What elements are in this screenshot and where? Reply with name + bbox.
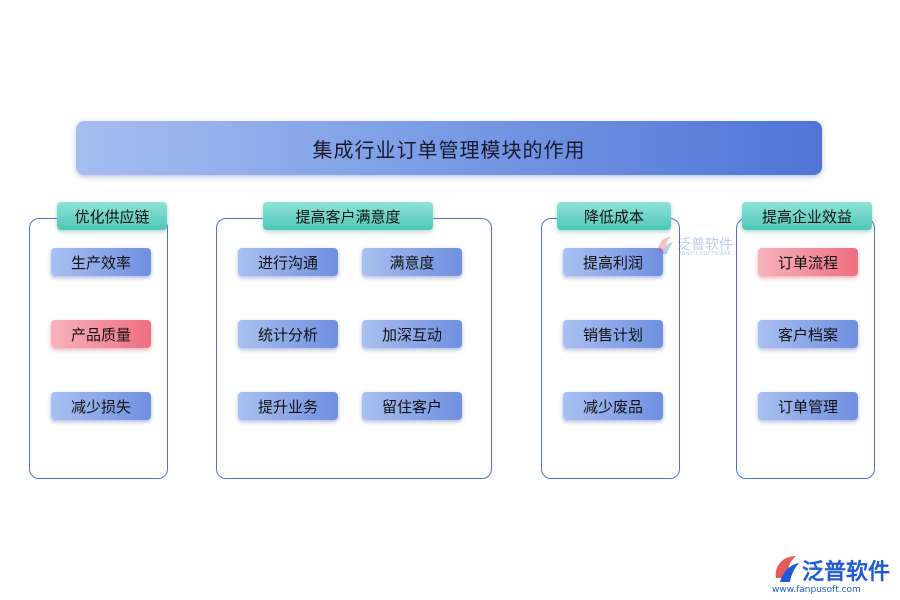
node-order-management: 订单管理 [758, 392, 858, 420]
section-label-optimize-supply-chain: 优化供应链 [57, 202, 167, 230]
brand-url: www.fanpusoft.com [772, 585, 861, 595]
node-product-quality: 产品质量 [51, 320, 151, 348]
node-sales-plan: 销售计划 [563, 320, 663, 348]
node-reduce-waste: 减少废品 [563, 392, 663, 420]
node-communication: 进行沟通 [238, 248, 338, 276]
node-retain-customers: 留住客户 [362, 392, 462, 420]
node-deepen-interaction: 加深互动 [362, 320, 462, 348]
node-statistical-analysis: 统计分析 [238, 320, 338, 348]
node-customer-records: 客户档案 [758, 320, 858, 348]
section-label-reduce-cost: 降低成本 [557, 202, 671, 230]
watermark: 泛普软件 FANPU SOFTWARE [655, 234, 747, 260]
section-label-improve-customer-satisfaction: 提高客户满意度 [263, 202, 433, 230]
node-grow-business: 提升业务 [238, 392, 338, 420]
brand-name: 泛普软件 [802, 560, 891, 585]
brand-logo-icon [775, 556, 799, 582]
watermark-logo-icon [657, 237, 673, 254]
node-increase-profit: 提高利润 [563, 248, 663, 276]
section-label-improve-enterprise-efficiency: 提高企业效益 [742, 202, 872, 230]
watermark-sub: FANPU SOFTWARE [679, 251, 732, 257]
node-order-process: 订单流程 [758, 248, 858, 276]
node-reduce-loss: 减少损失 [51, 392, 151, 420]
watermark-name: 泛普软件 [677, 237, 733, 253]
diagram-title: 集成行业订单管理模块的作用 [76, 121, 822, 175]
node-satisfaction: 满意度 [362, 248, 462, 276]
node-production-efficiency: 生产效率 [51, 248, 151, 276]
brand-logo: 泛普软件 www.fanpusoft.com [770, 552, 895, 596]
